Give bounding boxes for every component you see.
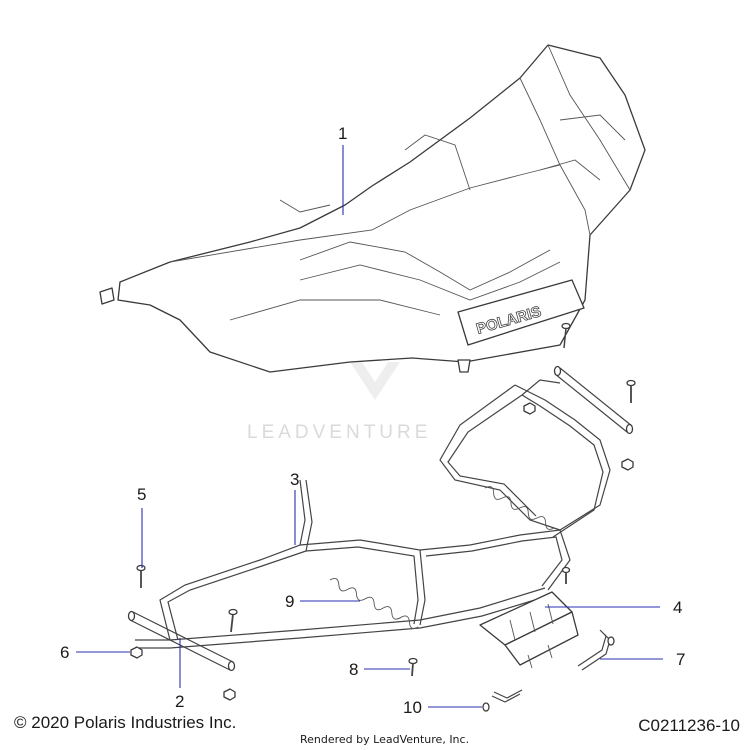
callout-6[interactable]: 6: [60, 643, 69, 662]
nut-right[interactable]: [621, 458, 634, 471]
callout-9[interactable]: 9: [285, 592, 294, 611]
callout-2[interactable]: 2: [175, 692, 184, 711]
bolt-frame-top[interactable]: [626, 379, 636, 404]
watermark-text: LEADVENTURE: [247, 422, 432, 443]
copyright-text: © 2020 Polaris Industries Inc.: [14, 713, 237, 732]
callout-8[interactable]: 8: [349, 660, 358, 679]
callout-7[interactable]: 7: [676, 650, 685, 669]
fender-screw[interactable]: [561, 322, 571, 349]
nut-top[interactable]: [523, 402, 536, 415]
clip-pin-10[interactable]: [482, 689, 523, 712]
callout-4[interactable]: 4: [673, 598, 682, 617]
diagram-code: C0211236-10: [638, 716, 740, 735]
nut-6[interactable]: [130, 646, 143, 659]
bolt-5[interactable]: [136, 564, 146, 589]
callout-5[interactable]: 5: [137, 485, 146, 504]
clip-pin-7[interactable]: [577, 629, 615, 671]
nut-lower[interactable]: [223, 688, 236, 701]
spring-coil-lower[interactable]: [328, 576, 420, 630]
screw-8[interactable]: [408, 657, 418, 677]
callout-10[interactable]: 10: [403, 698, 422, 717]
spring-coil-upper[interactable]: [483, 485, 556, 532]
front-bumper-tube[interactable]: [135, 379, 611, 649]
callout-3[interactable]: 3: [290, 470, 299, 489]
support-tube-right[interactable]: [553, 365, 634, 435]
bolt-frame-right[interactable]: [561, 566, 571, 585]
front-fender-panel[interactable]: POLARIS: [99, 44, 646, 373]
bolt-frame-left[interactable]: [228, 608, 238, 633]
callout-1[interactable]: 1: [338, 124, 347, 143]
rendered-by-text: Rendered by LeadVenture, Inc.: [300, 733, 470, 746]
